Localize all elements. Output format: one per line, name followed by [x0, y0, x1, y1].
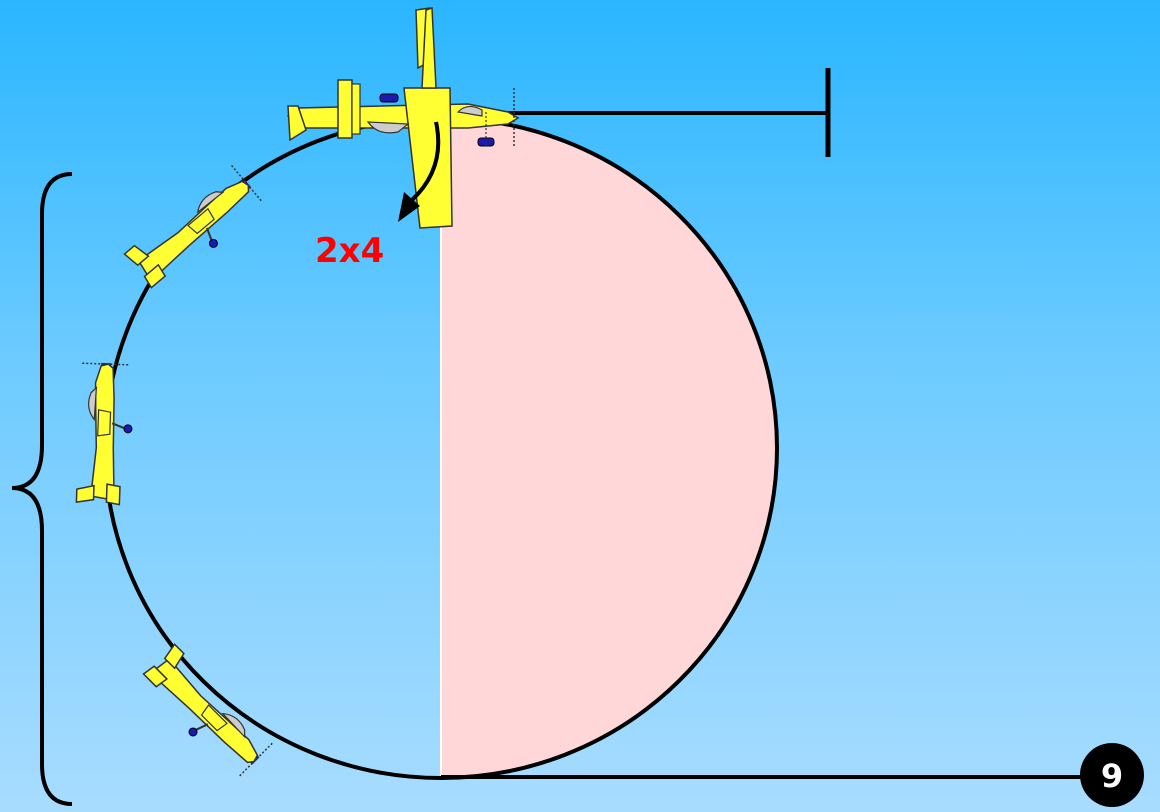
- aerobatic-plane-icon: [122, 163, 267, 297]
- aerobatic-plane-icon: [75, 361, 136, 506]
- roll-label: 2x4: [315, 231, 384, 271]
- arrow-head: [398, 192, 420, 222]
- curly-brace-icon: [11, 172, 73, 806]
- figure-number-badge: [1080, 743, 1144, 807]
- curved-arrow-icon: [410, 121, 441, 202]
- aerobatic-plane-icon: [135, 642, 275, 782]
- figure-number: 9: [1101, 757, 1123, 795]
- shaded-half-loop: [441, 118, 777, 778]
